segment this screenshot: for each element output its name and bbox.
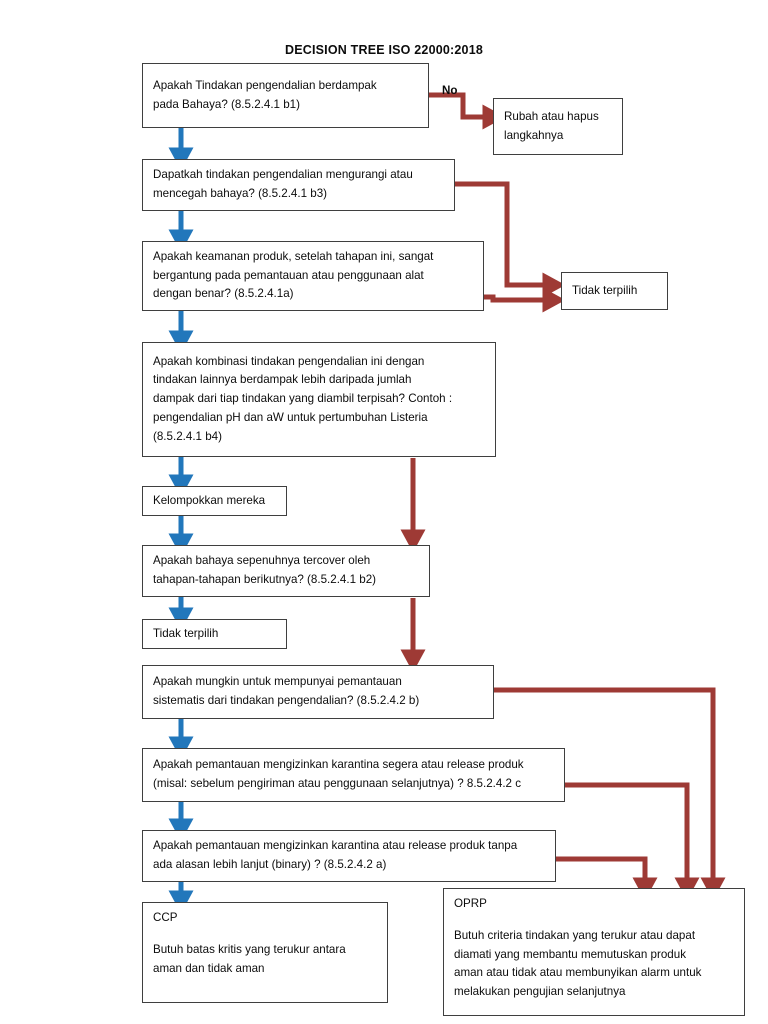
node-line: (8.5.2.4.1 b4) bbox=[153, 429, 222, 443]
node-kelompokkan-mereka[interactable]: Kelompokkan mereka bbox=[142, 486, 287, 516]
node-line: sistematis dari tindakan pengendalian? (… bbox=[153, 694, 420, 707]
node-q1-dampak-bahaya[interactable]: Apakah Tindakan pengendalian berdampak p… bbox=[142, 63, 429, 128]
node-line: Apakah Tindakan pengendalian berdampak bbox=[153, 78, 377, 92]
arrow-q7-to-oprp bbox=[565, 782, 700, 901]
node-rubah-atau-hapus-langkahnya[interactable]: Rubah atau hapus langkahnya bbox=[493, 98, 623, 155]
outcome-heading: OPRP bbox=[454, 897, 487, 910]
node-line: Apakah bahaya sepenuhnya tercover oleh bbox=[153, 554, 371, 568]
node-line: pengendalian pH dan aW untuk pertumbuhan… bbox=[153, 410, 428, 424]
node-q4-kombinasi-tindakan[interactable]: Apakah kombinasi tindakan pengendalian i… bbox=[142, 342, 496, 457]
node-line: Apakah pemantauan mengizinkan karantina … bbox=[153, 758, 524, 772]
node-line: diamati yang membantu memutuskan produk bbox=[454, 947, 686, 961]
arrow-q1-to-rubah bbox=[429, 92, 506, 130]
edge-label-no: No bbox=[442, 84, 458, 97]
node-line: Butuh criteria tindakan yang terukur ata… bbox=[454, 928, 696, 942]
node-line: dengan benar? (8.5.2.4.1a) bbox=[153, 287, 294, 301]
node-line: pada Bahaya? (8.5.2.4.1 b1) bbox=[153, 97, 300, 111]
node-q8-karantina-binary[interactable]: Apakah pemantauan mengizinkan karantina … bbox=[142, 830, 556, 882]
node-outcome-oprp[interactable]: OPRP Butuh criteria tindakan yang teruku… bbox=[443, 888, 745, 1016]
node-line: bergantung pada pemantauan atau pengguna… bbox=[153, 268, 424, 282]
arrow-q3-to-tidak-terpilih bbox=[484, 287, 566, 313]
node-line: mencegah bahaya? (8.5.2.4.1 b3) bbox=[153, 187, 328, 200]
node-line: tindakan lainnya berdampak lebih daripad… bbox=[153, 373, 412, 387]
node-line: ada alasan lebih lanjut (binary) ? (8.5.… bbox=[153, 858, 387, 871]
node-line: aman atau tidak atau membunyikan alarm u… bbox=[454, 966, 702, 980]
node-line: tahapan-tahapan berikutnya? (8.5.2.4.1 b… bbox=[153, 573, 377, 586]
spacer bbox=[153, 928, 378, 941]
node-line: Tidak terpilih bbox=[153, 626, 219, 640]
node-outcome-ccp[interactable]: CCP Butuh batas kritis yang terukur anta… bbox=[142, 902, 388, 1003]
node-line: Kelompokkan mereka bbox=[153, 493, 266, 507]
outcome-heading: CCP bbox=[153, 911, 178, 924]
node-line: Apakah pemantauan mengizinkan karantina … bbox=[153, 839, 518, 853]
node-tidak-terpilih-left[interactable]: Tidak terpilih bbox=[142, 619, 287, 649]
node-line: melakukan pengujian selanjutnya bbox=[454, 985, 626, 999]
node-line: langkahnya bbox=[504, 128, 564, 142]
node-line: Apakah keamanan produk, setelah tahapan … bbox=[153, 249, 434, 263]
node-q7-karantina-segera-release[interactable]: Apakah pemantauan mengizinkan karantina … bbox=[142, 748, 565, 802]
node-line: Apakah mungkin untuk mempunyai pemantaua… bbox=[153, 675, 402, 689]
node-tidak-terpilih-right[interactable]: Tidak terpilih bbox=[561, 272, 668, 310]
node-line: aman dan tidak aman bbox=[153, 961, 265, 975]
node-line: (misal: sebelum pengiriman atau pengguna… bbox=[153, 777, 522, 790]
page-title: DECISION TREE ISO 22000:2018 bbox=[284, 43, 484, 57]
node-line: dampak dari tiap tindakan yang diambil t… bbox=[153, 392, 453, 406]
node-q2-mengurangi-mencegah-bahaya[interactable]: Dapatkah tindakan pengendalian mengurang… bbox=[142, 159, 455, 211]
node-line: Rubah atau hapus bbox=[504, 109, 599, 123]
node-line: Tidak terpilih bbox=[572, 283, 638, 297]
node-line: Apakah kombinasi tindakan pengendalian i… bbox=[153, 354, 425, 368]
node-q3-keamanan-produk-pemantauan[interactable]: Apakah keamanan produk, setelah tahapan … bbox=[142, 241, 484, 311]
arrow-q8-to-oprp bbox=[556, 856, 658, 901]
node-line: Dapatkah tindakan pengendalian mengurang… bbox=[153, 168, 413, 182]
node-q5-bahaya-tercover[interactable]: Apakah bahaya sepenuhnya tercover oleh t… bbox=[142, 545, 430, 597]
spacer bbox=[454, 914, 735, 927]
node-line: Butuh batas kritis yang terukur antara bbox=[153, 942, 346, 956]
node-q6-pemantauan-sistematis[interactable]: Apakah mungkin untuk mempunyai pemantaua… bbox=[142, 665, 494, 719]
